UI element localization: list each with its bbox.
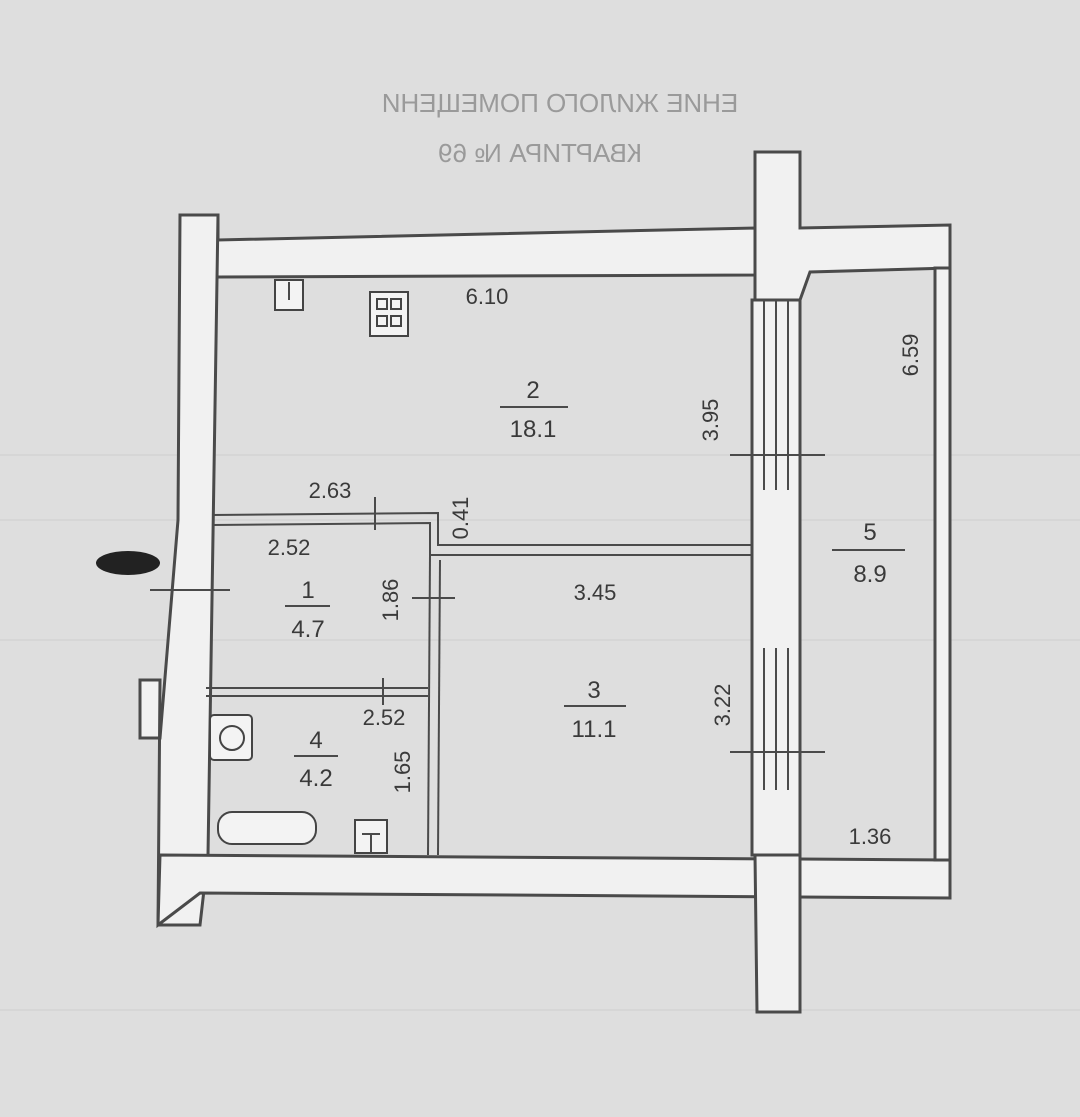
room-5-area: 8.9 [853, 561, 886, 588]
bathtub-icon [217, 811, 317, 845]
room-2-label: 2 18.1 [500, 377, 568, 443]
dimension-labels: 6.10 3.95 6.59 2.63 0.41 2.52 1.86 3.45 … [268, 284, 923, 849]
room-1-number: 1 [301, 577, 314, 604]
partitions [150, 497, 752, 856]
room-3-area: 11.1 [572, 716, 617, 743]
dim-room1-width: 2.52 [268, 535, 311, 560]
stove-icon [369, 291, 409, 337]
column-bottom [753, 853, 802, 1014]
room-5-label: 5 8.9 [832, 519, 905, 588]
window-bottom [730, 648, 825, 790]
dim-loggia-width: 1.36 [849, 824, 892, 849]
top-wall [178, 213, 757, 279]
room-4-label: 4 4.2 [294, 727, 338, 792]
room-3-label: 3 11.1 [564, 677, 626, 743]
room-2-area: 18.1 [510, 416, 557, 443]
room-4-number: 4 [309, 727, 322, 754]
room-1-area: 4.7 [291, 616, 324, 643]
header-line-2: КВАРТИРА № 69 [438, 138, 642, 168]
dim-room3-width: 3.45 [574, 580, 617, 605]
dim-room1-depth: 1.86 [378, 579, 403, 622]
room-5-number: 5 [863, 519, 876, 546]
column-top [753, 150, 952, 302]
dim-loggia-length: 6.59 [898, 334, 923, 377]
bottom-wall [156, 853, 952, 929]
room-1-label: 1 4.7 [285, 577, 330, 643]
dim-room3-depth: 3.22 [710, 684, 735, 727]
fixtures [209, 279, 409, 854]
dim-bath-width: 2.52 [363, 705, 406, 730]
dim-kitchen-depth: 3.95 [698, 399, 723, 442]
dim-bath-depth: 1.65 [390, 751, 415, 794]
walls [138, 150, 952, 1014]
window-top [730, 300, 825, 490]
header-line-1: ЕНИЕ ЖИЛОГО ПОМЕЩЕНИ [382, 88, 739, 118]
room-2-number: 2 [526, 377, 539, 404]
left-wall [138, 213, 220, 927]
dim-hall-step: 0.41 [448, 497, 473, 540]
entrance-marker [96, 551, 160, 575]
dim-kitchen-width: 6.10 [466, 284, 509, 309]
loggia-right-wall [933, 266, 952, 862]
dim-hall-top: 2.63 [309, 478, 352, 503]
room-4-area: 4.2 [299, 765, 332, 792]
faded-header: ЕНИЕ ЖИЛОГО ПОМЕЩЕНИ КВАРТИРА № 69 [382, 88, 739, 168]
room-3-number: 3 [587, 677, 600, 704]
